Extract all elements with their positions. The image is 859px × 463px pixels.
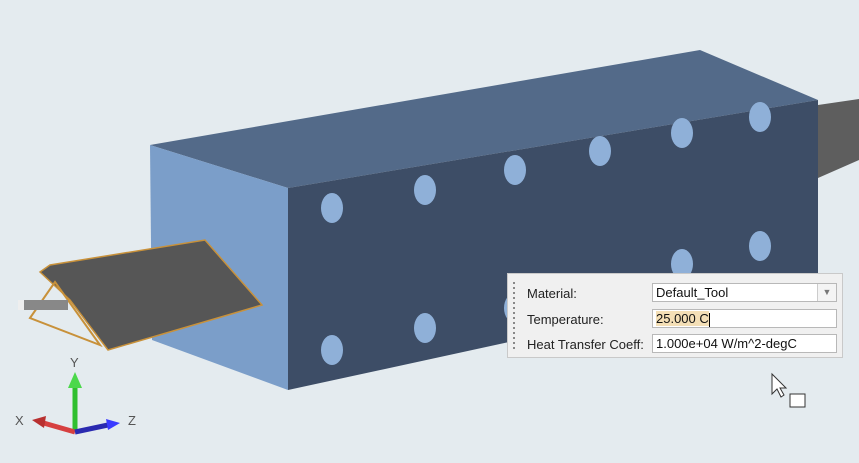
temperature-value: 25.000 C <box>656 311 709 326</box>
htc-input[interactable]: 1.000e+04 W/m^2-degC <box>652 334 837 353</box>
hole <box>414 313 436 343</box>
hole <box>414 175 436 205</box>
hole <box>749 231 771 261</box>
axis-z-arrowhead <box>106 419 120 430</box>
htc-value: 1.000e+04 W/m^2-degC <box>656 336 797 351</box>
box-top-face <box>150 50 818 188</box>
pin <box>18 300 68 310</box>
text-caret <box>708 312 710 327</box>
hole <box>671 249 693 279</box>
pin-end <box>18 300 24 310</box>
temperature-label: Temperature: <box>527 312 604 327</box>
properties-panel: Material: Default_Tool ▼ Temperature: 25.… <box>507 273 843 358</box>
cursor-icon <box>771 372 806 408</box>
right-strip <box>818 99 859 178</box>
pointer-arrow-icon <box>771 372 788 398</box>
hole <box>749 102 771 132</box>
tool-part <box>38 239 264 351</box>
hole <box>321 335 343 365</box>
panel-grip[interactable] <box>513 282 515 352</box>
axis-x-arrow <box>39 419 76 435</box>
chevron-down-icon[interactable]: ▼ <box>817 284 836 301</box>
material-value: Default_Tool <box>656 285 729 300</box>
axis-x-arrowhead <box>32 416 46 428</box>
cube-icon <box>789 393 806 408</box>
axis-x-label: X <box>15 413 24 428</box>
hole <box>671 118 693 148</box>
material-label: Material: <box>527 286 577 301</box>
axis-z-arrow <box>74 422 109 435</box>
axis-y-arrowhead <box>68 372 82 388</box>
hole <box>321 193 343 223</box>
material-select[interactable]: Default_Tool ▼ <box>652 283 837 302</box>
hole <box>589 136 611 166</box>
temperature-input[interactable]: 25.000 C <box>652 309 837 328</box>
htc-label: Heat Transfer Coeff: <box>527 337 644 352</box>
axis-y-label: Y <box>70 355 79 370</box>
hole <box>504 155 526 185</box>
axis-triad <box>32 372 120 435</box>
axis-z-label: Z <box>128 413 136 428</box>
